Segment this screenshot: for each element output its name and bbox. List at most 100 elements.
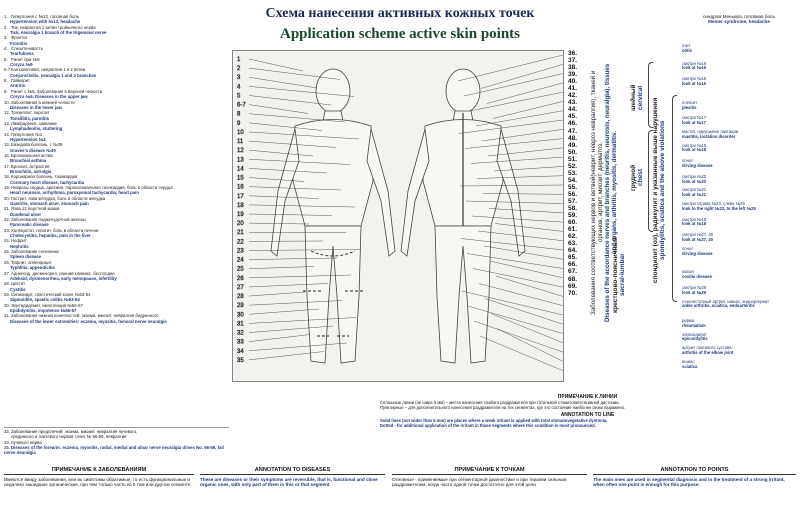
corner-note-en: Menier syndrome, headache (708, 19, 770, 25)
disease-en: Coronary heart disease, tachycardia (10, 179, 85, 185)
back-leader (464, 138, 564, 149)
disease-number: 22. (4, 217, 10, 223)
front-label: 29 (237, 303, 244, 309)
back-leader (495, 275, 564, 297)
front-leader (248, 113, 346, 123)
note-text: лучевого нерва (11, 439, 42, 445)
front-label: 24 (237, 258, 244, 264)
right-note-en: driving disease (682, 162, 713, 168)
disease-item: 15.Базедова болезнь, с №39 (4, 142, 229, 147)
disease-number: 30. (4, 302, 10, 308)
figure-number: 68. (568, 275, 578, 283)
figure-number: 66. (568, 261, 578, 269)
disease-ru: Тонзиллит, паротит (11, 110, 50, 116)
disease-item: 16.Бронхиальная астма (4, 153, 229, 158)
front-leader (248, 67, 341, 80)
disease-number: 28. (4, 281, 10, 287)
disease-en: Heart neurosis, arrhythmia, paroxysmal t… (10, 190, 139, 196)
disease-ru: Тик, невралгия 1 ветви тройничного нерва (11, 24, 96, 30)
annotation-diseases-ru: ПРИМЕЧАНИЕ К ЗАБОЛЕВАНИЯМ Имеются ввиду … (4, 467, 194, 488)
disease-ru: Гайморит (11, 78, 30, 84)
disease-en: Epididymitis, impotence №56-57 (10, 307, 77, 313)
front-leader (248, 257, 338, 260)
figure-number: 57. (568, 197, 578, 205)
back-leader (463, 73, 564, 97)
note-text: срединного и локтевого нервов точит № 56… (11, 434, 127, 440)
disease-number: 15. (4, 142, 10, 148)
right-note-ru: смотри №17 (682, 115, 707, 121)
disease-item: 1.Гипертония с №13, головная боль (4, 14, 229, 19)
right-note-en: rheumatism (682, 322, 706, 328)
right-note-ru: смотри №27, 30 (682, 232, 714, 238)
right-note-en: look at №15 (682, 80, 706, 86)
front-leader (248, 351, 325, 361)
disease-en: Tick, neuralgia 1 branch of the trigemin… (10, 30, 107, 36)
disease-number: 23. (4, 227, 10, 233)
right-note-ru: голеностопный артрит, ишиас, эндоартерии… (682, 298, 770, 304)
disease-number: 25. (4, 249, 10, 255)
disease-number: 3. (4, 35, 8, 41)
front-leader (248, 195, 319, 199)
front-leader (248, 342, 348, 351)
figure-number: 50. (568, 148, 578, 156)
figure-number: 55. (568, 183, 578, 191)
disease-en: Frontitis (10, 40, 28, 46)
disease-en: Diseases in the lower jaw (10, 104, 62, 110)
right-note-ru: эпикондилит (682, 331, 707, 337)
back-leader (494, 223, 564, 232)
disease-number: 16. (4, 152, 10, 158)
back-leader (487, 147, 564, 157)
front-label: 25 (237, 267, 244, 273)
front-leader (248, 58, 304, 72)
title-english: Application scheme active skin points (279, 26, 520, 42)
annotation-diseases-ru-head: ПРИМЕЧАНИЕ К ЗАБОЛЕВАНИЯМ (4, 467, 194, 475)
back-leader (476, 175, 564, 179)
front-label: 4 (237, 84, 241, 90)
back-leader (458, 119, 564, 134)
back-leader (481, 129, 564, 142)
disease-ru: Аднексид, дисменорея, ранний климакс, бе… (11, 270, 115, 276)
disease-ru: Ринит при №9 (11, 56, 40, 62)
right-note-ru: коксит (682, 269, 695, 275)
right-note-en: otitis (682, 47, 693, 53)
annotation-diseases-ru-text: Имеются ввиду заболевания, или их симпто… (4, 476, 192, 488)
front-leader (248, 266, 315, 269)
bracket-spine (672, 95, 677, 302)
body-illustration: 123456-789101112131415161718192021222324… (237, 54, 564, 371)
right-note-ru: смотри №21 (682, 187, 707, 193)
disease-en: Pancreatic disease (10, 222, 49, 228)
front-label: 20 (237, 221, 244, 227)
figure-number: 60. (568, 219, 578, 227)
figure-number: 41. (568, 85, 578, 93)
right-note-ru: смотри справа №23, слева №25 (682, 200, 745, 206)
disease-item: 31.Заболевания нижних конечностей: экзем… (4, 313, 229, 318)
line-legend-head-en: ANNOTATION TO LINE (560, 412, 615, 418)
disease-item: 14.Гипертония №1 (4, 132, 229, 137)
right-note-en: look at №20 (682, 178, 706, 184)
right-note-en: look at №27, 30 (682, 236, 713, 242)
disease-number: 20. (4, 195, 10, 201)
back-leader (467, 305, 564, 334)
annotation-points-en-text: The main ones are used in segmental diag… (593, 476, 785, 488)
disease-number: 14. (4, 131, 10, 137)
disease-item: 9.Ринит с №5, Заболевания в верхней челю… (4, 89, 229, 94)
disease-ru: Заболевания селезенки (11, 249, 59, 255)
disease-en: Bronchitis, astralgia (10, 168, 52, 174)
disease-en: Coryza №5, Diseases in the upper jaw (10, 94, 88, 100)
disease-number: 5. (4, 56, 8, 62)
disease-number: 18. (4, 174, 10, 180)
right-note-en: mastitis, lactation disorder (682, 133, 736, 139)
back-leader (459, 184, 564, 187)
back-leader (486, 82, 564, 104)
front-label: 16 (237, 185, 244, 191)
disease-number: 27. (4, 270, 10, 276)
